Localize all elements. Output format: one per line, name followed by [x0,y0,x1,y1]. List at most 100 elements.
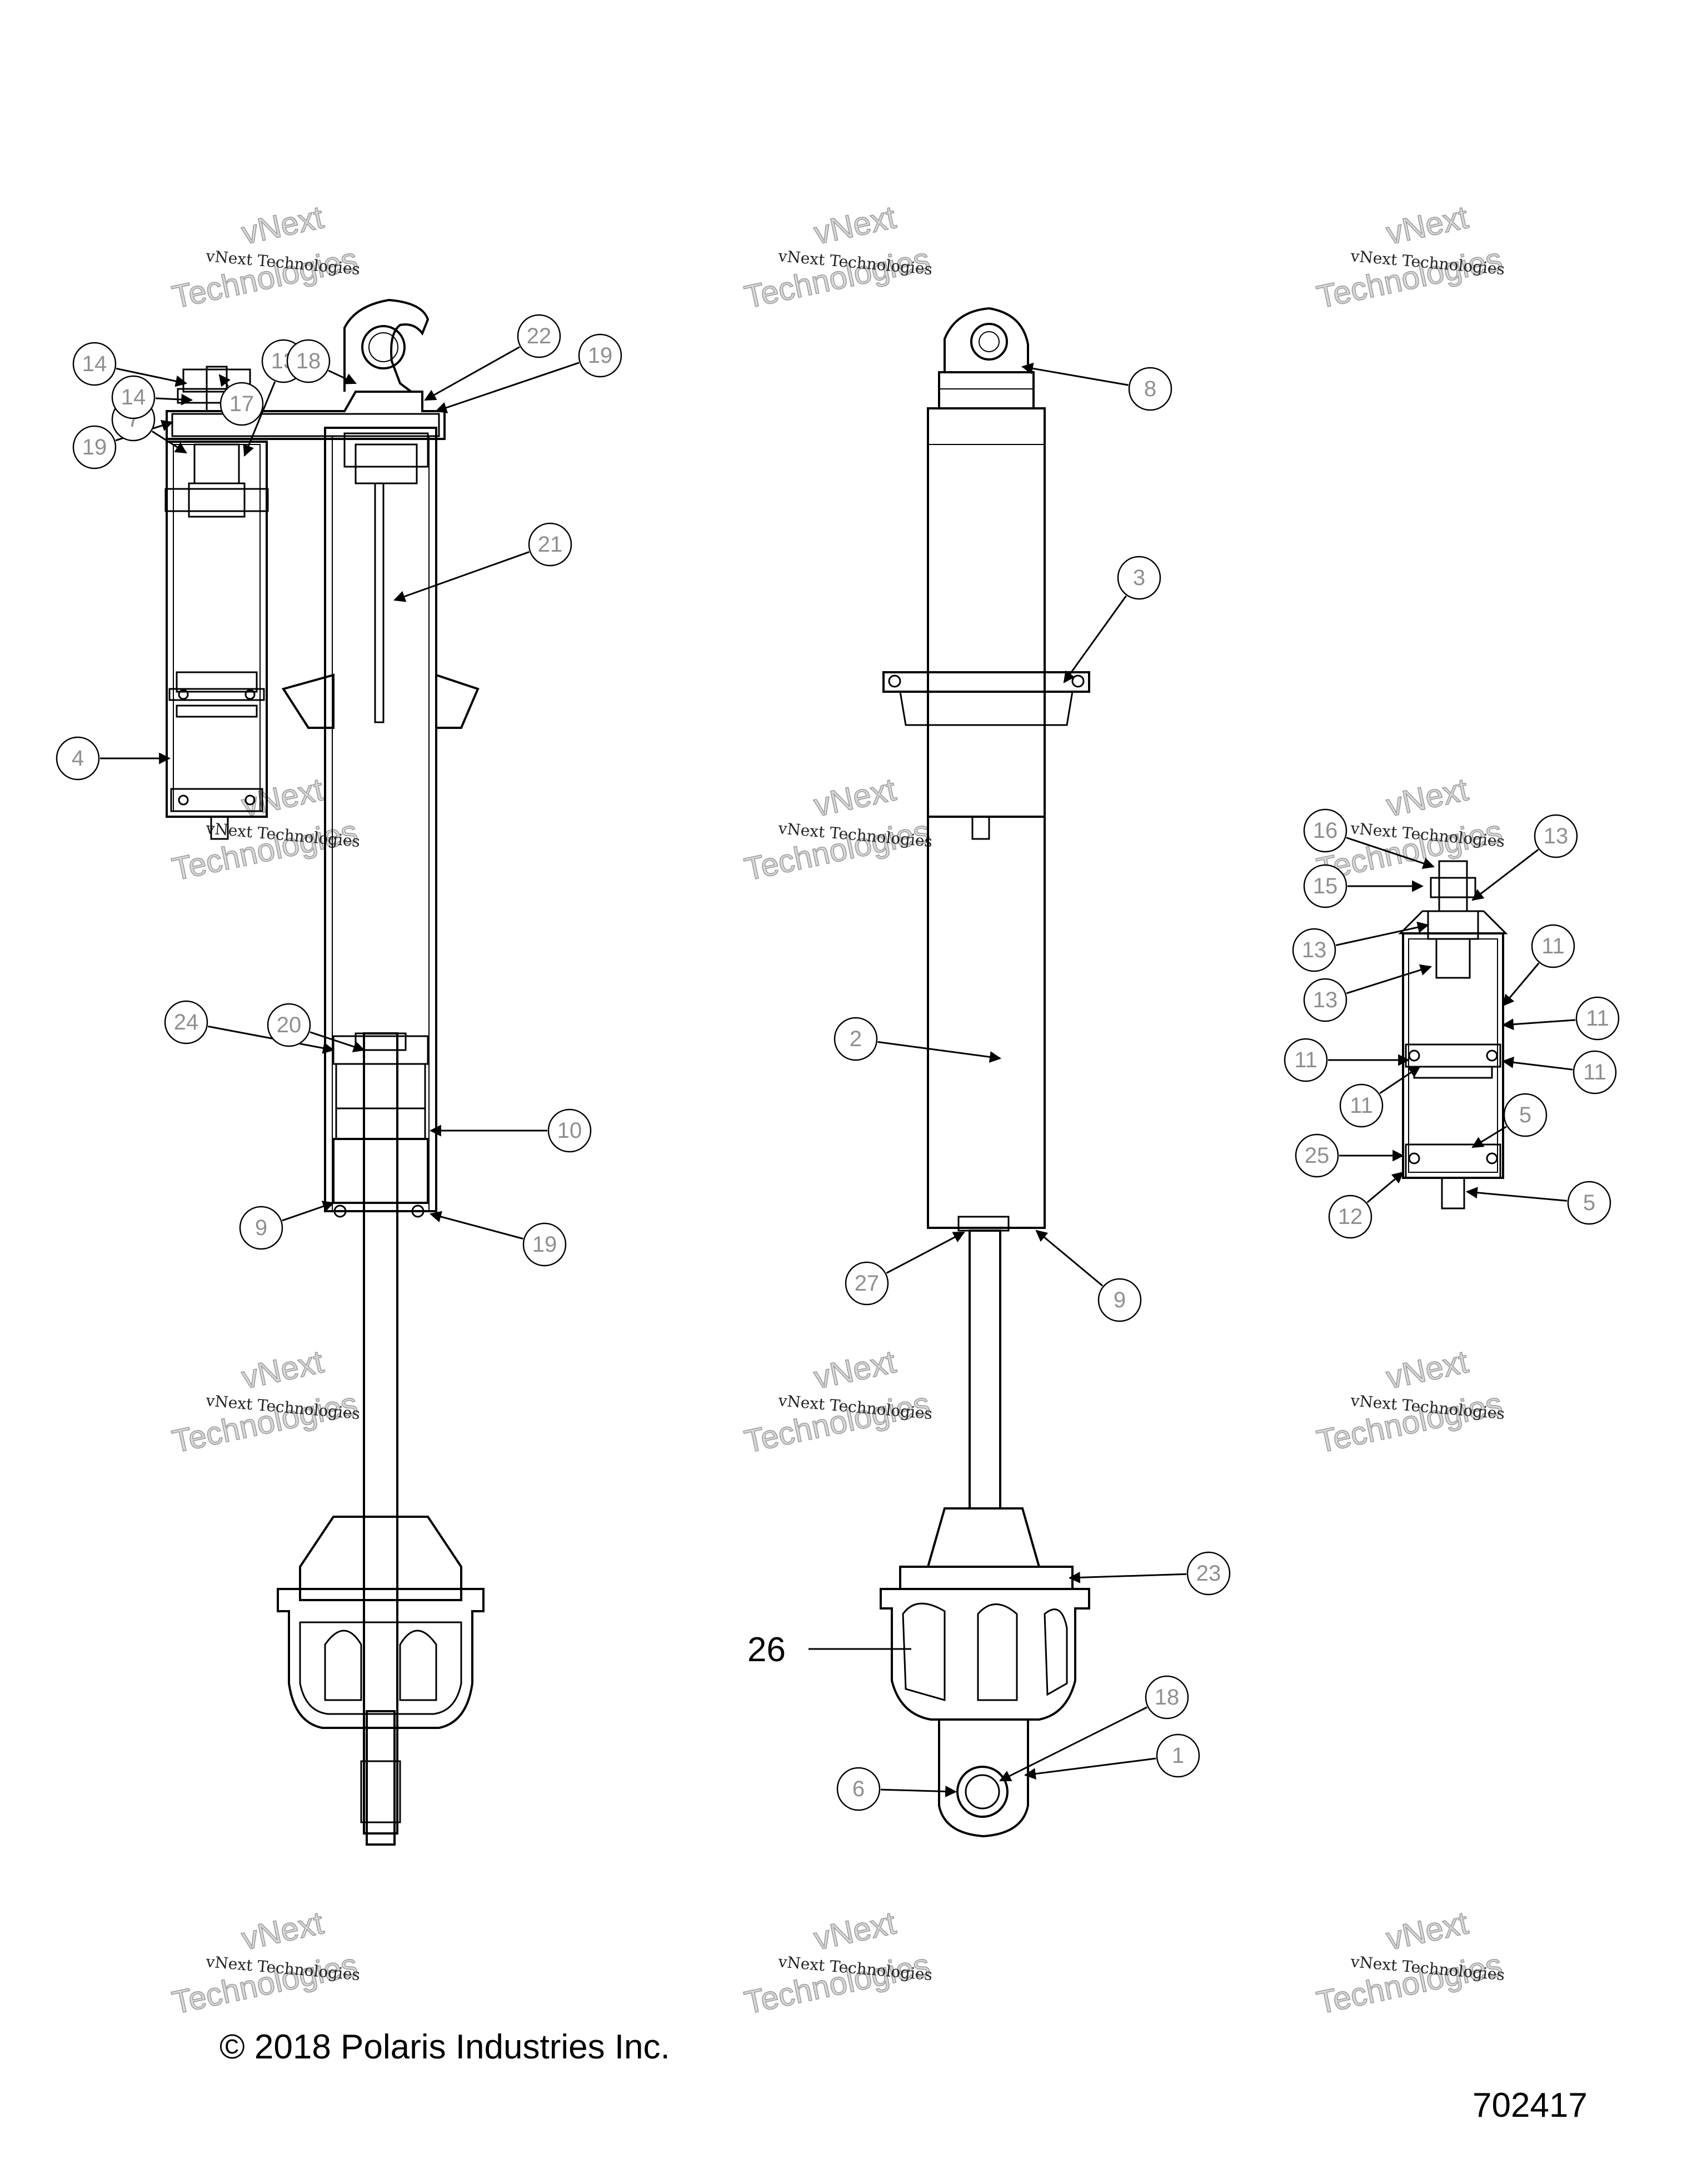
callout-circle [1303,864,1347,908]
callout-circle [1339,1083,1384,1128]
callout-number: 3 [1133,566,1145,590]
leader-line [1471,1126,1507,1148]
callout-number: 14 [82,352,107,376]
leader-line [880,1785,957,1797]
callout-number: 11 [1541,934,1565,958]
callout-number: 20 [277,1013,302,1037]
callout-number: 6 [852,1777,865,1801]
callout-circle [72,425,117,469]
callout-bubble-6: 6 [836,1767,881,1811]
callout-bubble-11: 11 [1573,1050,1617,1095]
callout-circle [1295,1133,1339,1178]
callout-number: 5 [1519,1103,1531,1127]
callout-number: 9 [255,1216,267,1240]
leader-line [1379,1066,1421,1095]
callout-number: 16 [1313,818,1338,843]
callout-number: 12 [1338,1205,1363,1229]
watermark-word-1: vNext [811,1343,899,1396]
callout-number: 5 [1583,1191,1595,1215]
leader-line [310,1031,365,1052]
leader-line [1465,1187,1568,1202]
watermark-word-1: vNext [1383,199,1471,251]
callout-bubble-10: 10 [547,1108,592,1153]
callout-circle [1575,996,1620,1041]
callout-number: 13 [1544,824,1569,848]
callout-number: 13 [1313,988,1338,1012]
callout-bubble-14: 14 [111,375,156,419]
watermark-word-1: vNext [811,1905,899,1957]
leader-line [1346,837,1435,869]
copyright-notice: © 2018 Polaris Industries Inc. [219,2028,670,2066]
callout-bubble-11: 11 [1575,996,1620,1041]
watermark-word-1: vNext [238,1905,327,1957]
leader-line [1021,362,1129,386]
callout-bubble-11: 11 [1531,924,1575,968]
callout-bubble-19: 19 [522,1222,567,1267]
callout-bubble-11: 11 [1339,1083,1384,1128]
callout-number: 21 [538,532,563,557]
reservoir-detail [1398,860,1508,1210]
callout-number: 11 [1294,1048,1317,1072]
watermark-word-1: vNext [1383,1343,1471,1396]
callout-circle [56,736,100,781]
callout-circle [1303,808,1347,853]
leader-line [1501,1018,1576,1031]
callout-bubble-27: 27 [845,1261,889,1306]
watermark-word-1: vNext [811,199,899,251]
callout-number: 17 [229,392,254,416]
leader-line [328,369,357,384]
callout-circle [1128,367,1172,411]
callout-bubble-4: 4 [56,736,100,781]
callout-number: 4 [72,746,84,771]
leader-line [282,1201,335,1222]
callout-number: 27 [855,1271,880,1296]
callout-circle [286,339,331,383]
callout-bubbles: 1234556789910111111111112131313131414151… [56,314,1620,1811]
callout-circle [1303,978,1347,1022]
callout-number: 1 [1172,1743,1184,1768]
leader-line [1366,1171,1404,1203]
callout-circle [1567,1181,1611,1225]
leader-line [155,393,193,406]
callout-bubble-16: 16 [1303,808,1347,853]
callout-number: 25 [1305,1143,1330,1168]
callout-bubble-9: 9 [239,1206,283,1250]
callout-bubble-19: 19 [578,333,622,378]
callout-number: 13 [1302,938,1327,962]
leader-line [435,362,580,413]
leader-line [1471,849,1539,901]
leader-line [424,346,520,401]
leader-line [886,1231,965,1274]
callout-circle [1117,556,1161,600]
watermark-word-1: vNext [1383,1905,1471,1957]
leader-line [393,551,530,602]
callout-bubble-13: 13 [1303,978,1347,1022]
callout-bubble-1: 1 [1156,1733,1200,1778]
callout-bubble-8: 8 [1128,367,1172,411]
callout-bubble-21: 21 [528,522,572,567]
watermark-word-1: vNext [238,199,327,251]
leader-line [1035,1230,1104,1287]
callout-bubble-12: 12 [1328,1195,1372,1239]
callout-circle [1156,1733,1200,1778]
callout-circle [1534,814,1578,858]
callout-bubble-2: 2 [833,1017,878,1061]
callout-circle [528,522,572,567]
callout-circle [267,1003,311,1047]
callout-number: 11 [1350,1093,1373,1118]
part-label-26: 26 [747,1631,786,1669]
callout-number: 18 [1155,1685,1180,1710]
callout-circle [1097,1278,1142,1322]
callout-circle [1531,924,1575,968]
callout-circle [845,1261,889,1306]
leader-line [429,1211,523,1240]
callout-number: 14 [121,385,146,409]
callout-circle [1328,1195,1372,1239]
